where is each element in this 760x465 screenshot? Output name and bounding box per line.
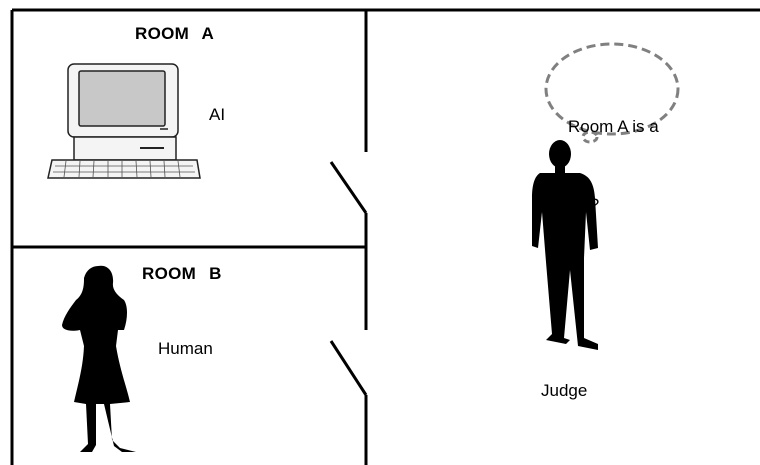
thought-line-1: Room A is a [568,117,659,136]
room-b-door [329,340,368,396]
room-b-occupant-label: Human [158,339,213,358]
thought-bubble-main [544,42,680,136]
thought-bubble-text: Room A is a … ? [568,62,659,244]
room-a-door [329,161,368,214]
room-walls [10,8,760,465]
judge-label: Judge [541,381,588,400]
room-a-occupant-label: AI [209,105,226,124]
room-b-title: ROOM B [142,264,222,283]
desktop-computer-icon [47,63,201,179]
woman-silhouette-icon [62,265,136,452]
man-silhouette-icon [532,140,598,350]
keyboard-keys [53,160,195,178]
thought-bubble-tail [581,130,599,144]
thought-line-2: … ? [568,195,600,214]
room-a-title: ROOM A [135,24,215,43]
thought-bubble [544,42,680,144]
